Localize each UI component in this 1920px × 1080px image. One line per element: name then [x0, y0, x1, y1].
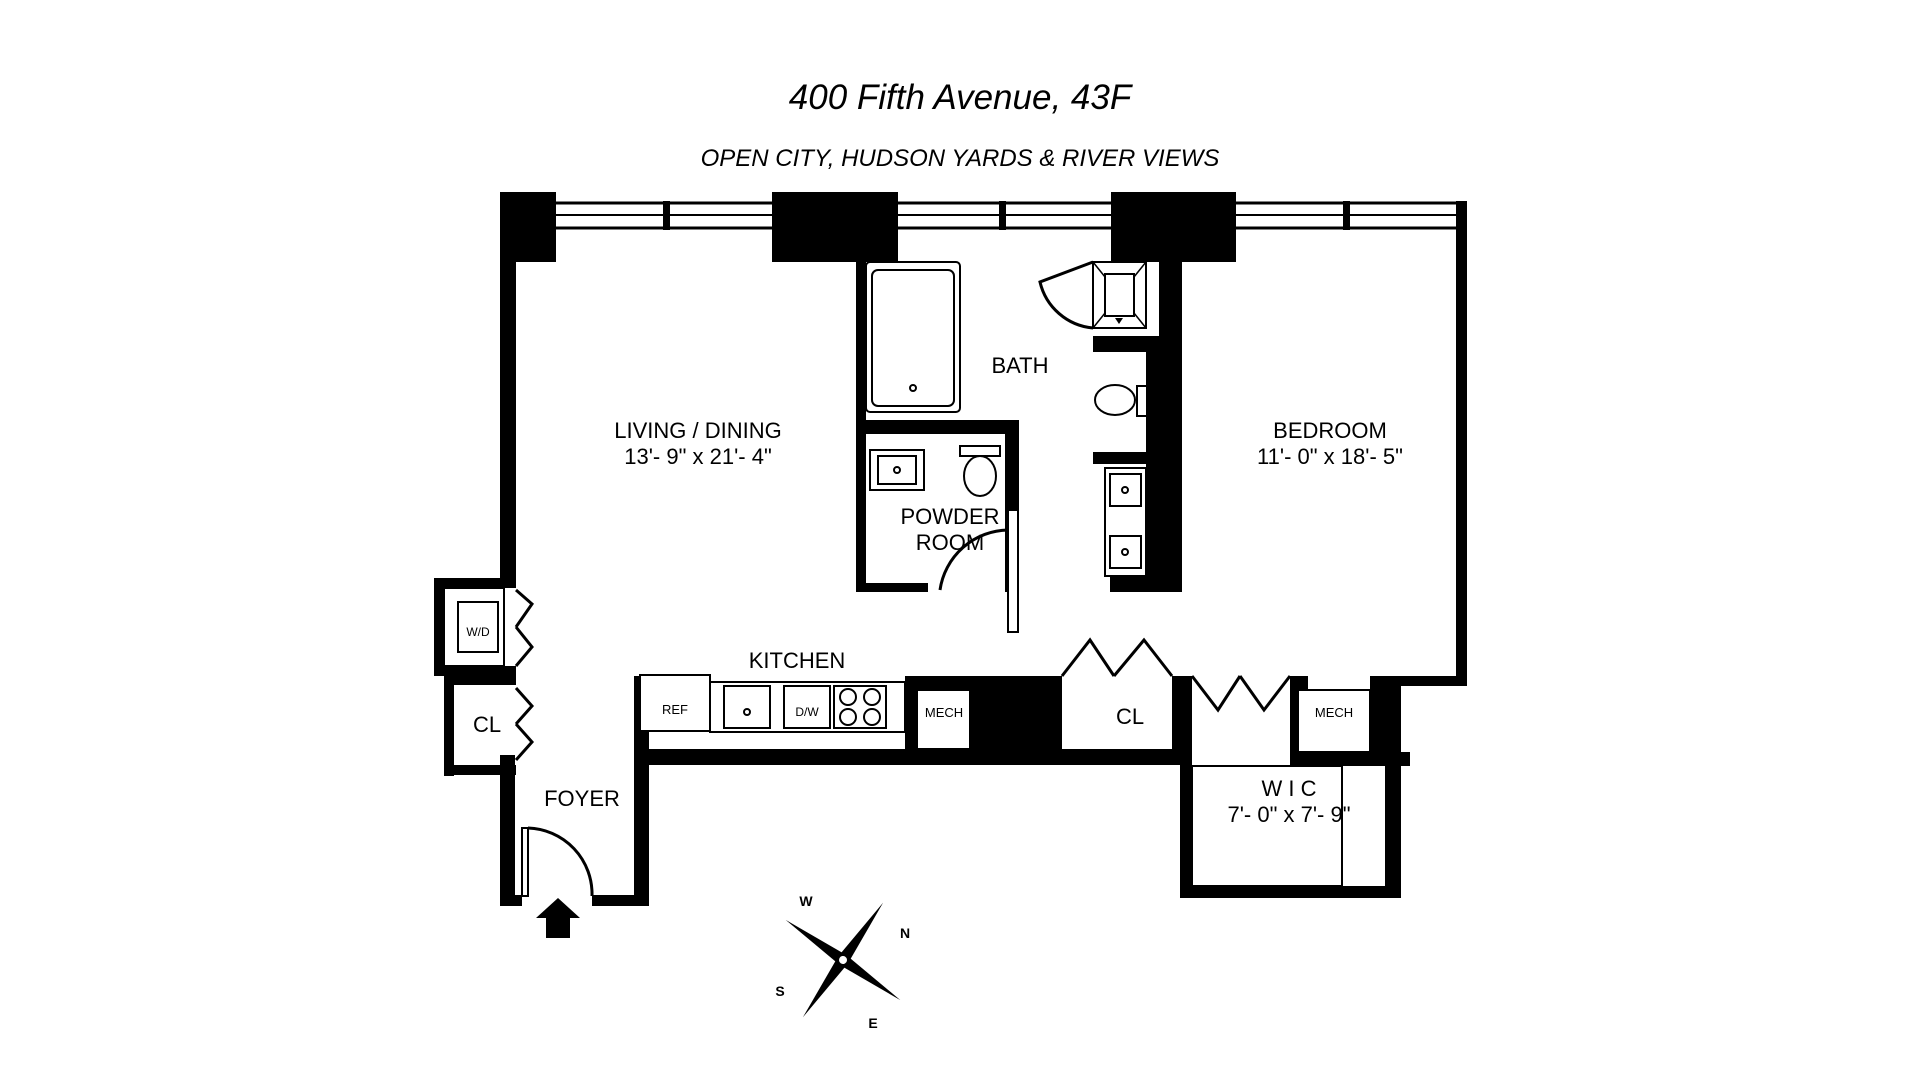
column-2	[772, 192, 898, 262]
wic-label: W I C	[1262, 776, 1317, 801]
closet-middle	[1054, 637, 1180, 756]
column-3	[1111, 192, 1236, 262]
bath-fixtures	[865, 260, 1148, 577]
closet-middle-label: CL	[1116, 704, 1144, 729]
entry-door	[521, 826, 594, 897]
wic-dims: 7'- 0" x 7'- 9"	[1227, 802, 1350, 827]
mech-label-1: MECH	[925, 705, 963, 720]
kitchen-run	[634, 674, 1054, 766]
bedroom-dims: 11'- 0" x 18'- 5"	[1257, 444, 1403, 469]
living-dining-dims: 13'- 9" x 21'- 4"	[624, 444, 772, 469]
bath-label: BATH	[991, 353, 1048, 378]
cooktop	[833, 685, 887, 729]
floorplan-subtitle: OPEN CITY, HUDSON YARDS & RIVER VIEWS	[700, 145, 1220, 172]
compass-south: S	[775, 983, 784, 999]
entry-arrow-icon	[536, 898, 580, 938]
compass-east: E	[868, 1015, 877, 1031]
wic-doors	[1190, 675, 1410, 887]
powder-fixtures	[869, 445, 1019, 633]
dishwasher	[783, 685, 831, 729]
living-dining-label: LIVING / DINING	[614, 418, 781, 443]
bedroom-label: BEDROOM	[1273, 418, 1387, 443]
washer-dryer-label: W/D	[466, 625, 490, 639]
floorplan-title: 400 Fifth Avenue, 43F	[788, 78, 1132, 117]
pocket-door	[1007, 509, 1019, 633]
window-wall	[555, 201, 1465, 230]
kitchen-label: KITCHEN	[749, 648, 846, 673]
dishwasher-label: D/W	[795, 705, 819, 719]
mech-closet-2	[1297, 689, 1371, 753]
refrigerator-label: REF	[662, 702, 688, 717]
foyer-label: FOYER	[544, 786, 620, 811]
compass-north: N	[900, 925, 910, 941]
double-vanity	[1104, 467, 1147, 577]
compass-west: W	[799, 893, 813, 909]
powder-room-label-1: POWDER	[901, 504, 1000, 529]
washer-dryer-closet	[443, 587, 535, 761]
mech-label-2: MECH	[1315, 705, 1353, 720]
powder-room-label-2: ROOM	[916, 530, 984, 555]
refrigerator	[639, 674, 711, 732]
compass-rose-icon	[785, 902, 901, 1018]
kitchen-sink	[723, 685, 771, 729]
toilet-powder	[959, 445, 1001, 497]
closet-left-label: CL	[473, 712, 501, 737]
toilet-bath	[1094, 384, 1148, 417]
mech-closet-1	[916, 689, 971, 750]
